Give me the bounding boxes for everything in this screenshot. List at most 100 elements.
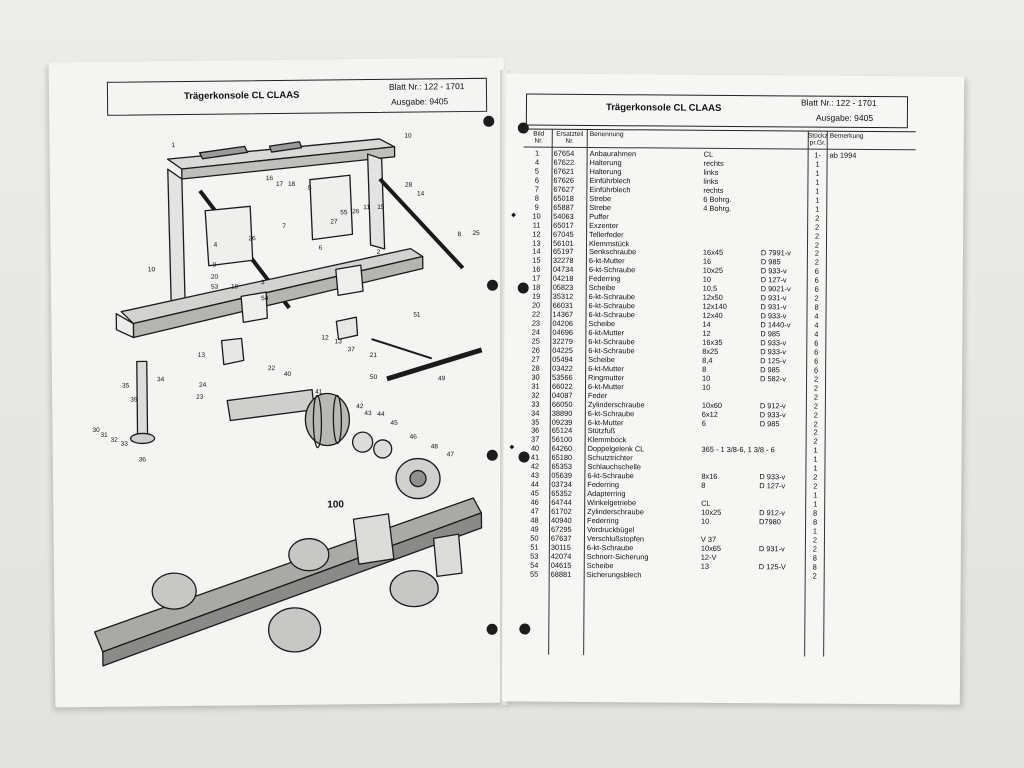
cell-norm: D 127-v (760, 275, 787, 285)
callout-7: 7 (282, 223, 286, 230)
cell-stueckzahl: 1 (813, 499, 818, 509)
callout-42: 42 (356, 403, 364, 410)
cell-benennung: Puffer (589, 211, 609, 221)
cell-ersatzteil: 66050 (551, 399, 573, 409)
cell-abmessung: CL (703, 149, 714, 159)
cell-benennung: Einführblech (589, 184, 631, 195)
right-ausgabe: Ausgabe: 9405 (815, 112, 874, 123)
cell-ersatzteil: 56100 (551, 435, 573, 445)
cell-ersatzteil: 67654 (553, 148, 575, 158)
cell-bild-nr: 34 (531, 408, 540, 418)
left-page: Trägerkonsole CL CLAAS Blatt Nr.: 122 - … (48, 57, 511, 708)
cell-bild-nr: 47 (530, 506, 539, 516)
callout-9: 9 (213, 262, 217, 269)
callout-44: 44 (377, 411, 385, 418)
cell-abmessung: 16x35 (702, 337, 723, 347)
callout-55: 55 (340, 209, 348, 216)
cell-abmessung: 10x60 (701, 400, 723, 410)
cell-benennung: Klemmstück (588, 238, 630, 248)
cell-benennung: 6-kt-Mutter (588, 327, 625, 338)
cell-benennung: Einführblech (589, 175, 631, 186)
cell-stueckzahl: 8 (812, 553, 817, 563)
cell-bild-nr: 36 (531, 426, 540, 436)
cell-stueckzahl: 2 (813, 472, 818, 482)
cell-ersatzteil: 03422 (552, 363, 573, 373)
cell-bild-nr: 50 (530, 533, 539, 543)
cell-benennung: Schlauchschelle (587, 462, 641, 472)
cell-ersatzteil: 65180 (551, 453, 573, 463)
cell-norm: D 912-v (759, 400, 786, 410)
cell-bild-nr: 15 (532, 255, 541, 266)
cell-norm: D 933-v (759, 472, 786, 482)
cell-abmessung: 12x50 (702, 292, 723, 303)
cell-benennung: Federring (587, 515, 619, 526)
cell-abmessung: 10 (702, 275, 712, 285)
callout-45: 45 (390, 420, 398, 427)
cell-bild-nr: 9 (534, 202, 539, 212)
cell-bild-nr: 16 (532, 264, 541, 274)
col-header-bemerkung: Bemerkung (829, 132, 864, 140)
cell-bild-nr: 46 (530, 497, 539, 507)
cell-bild-nr: 8 (534, 193, 539, 203)
callout-16: 16 (266, 175, 274, 182)
cell-norm: D 985 (760, 364, 780, 375)
cell-ersatzteil: 05823 (552, 282, 574, 293)
callout-13: 13 (335, 338, 343, 345)
cell-benennung: 6-kt-Schraube (588, 292, 636, 302)
cell-ersatzteil: 30115 (550, 542, 571, 552)
callout-23: 23 (196, 394, 204, 401)
cell-abmessung: 8x16 (701, 471, 718, 482)
cell-stueckzahl: 2 (814, 249, 820, 259)
callout-31: 31 (101, 432, 109, 439)
cell-stueckzahl: 6 (814, 338, 819, 348)
cell-bild-nr: 27 (531, 354, 540, 364)
callout-6: 6 (319, 245, 323, 252)
cell-ersatzteil: 05494 (552, 354, 573, 364)
cell-ersatzteil: 61702 (551, 506, 572, 516)
cell-ersatzteil: 04734 (552, 265, 574, 275)
cell-ersatzteil: 65017 (553, 220, 574, 230)
cell-bild-nr: 45 (530, 488, 539, 498)
cell-stueckzahl: 6 (814, 347, 819, 357)
cell-bild-nr: 28 (531, 363, 540, 373)
callout-50: 50 (370, 374, 378, 381)
cell-stueckzahl: 2 (814, 257, 819, 267)
col-header-benennung: Benennung (589, 130, 624, 139)
cell-benennung: Scheibe (586, 560, 614, 570)
cell-benennung: Ringmutter (588, 372, 625, 382)
cell-abmessung: rechts (703, 185, 724, 195)
callout-4: 4 (214, 242, 218, 249)
callout-28: 28 (405, 182, 413, 189)
cell-stueckzahl: 1 (815, 195, 820, 205)
cell-benennung: Verschlußstopfen (586, 533, 645, 544)
cell-bemerkung: ab 1994 (829, 150, 857, 160)
cell-abmessung: 13 (700, 561, 710, 571)
col-header-stueckz-pr: pr.Gr. (809, 139, 826, 147)
cell-bild-nr: 35 (531, 417, 540, 427)
cell-bild-nr: 1 (535, 148, 540, 158)
callout-49: 49 (438, 375, 446, 382)
cell-benennung: 6-kt-Schraube (587, 471, 634, 481)
callout-48: 48 (431, 443, 439, 450)
cell-bild-nr: 42 (530, 461, 540, 471)
cell-stueckzahl: 6 (814, 365, 819, 375)
cell-benennung: Zylinderschraube (587, 399, 645, 409)
cell-stueckzahl: 2 (813, 374, 819, 384)
cell-norm: D 127-v (759, 481, 786, 491)
cell-ersatzteil: 53566 (552, 372, 573, 382)
cell-stueckzahl: 2 (814, 231, 820, 241)
cell-benennung: Scheibe (588, 354, 615, 365)
cell-norm: D 985 (759, 418, 780, 428)
cell-stueckzahl: 8 (814, 302, 819, 312)
callout-26b: 26 (352, 208, 360, 215)
cell-bild-nr: 20 (531, 300, 541, 310)
cell-ersatzteil: 32279 (552, 336, 573, 346)
cell-benennung: Stützfuß (587, 426, 616, 436)
cell-bild-nr: 40 (530, 443, 540, 453)
cell-bild-nr: 5 (534, 166, 540, 176)
cell-ersatzteil: 32278 (552, 256, 574, 266)
callout-14: 14 (417, 190, 425, 197)
cell-benennung: Federring (587, 480, 620, 490)
cell-bild-nr: 14 (532, 247, 541, 257)
cell-ersatzteil: 65352 (551, 488, 572, 498)
